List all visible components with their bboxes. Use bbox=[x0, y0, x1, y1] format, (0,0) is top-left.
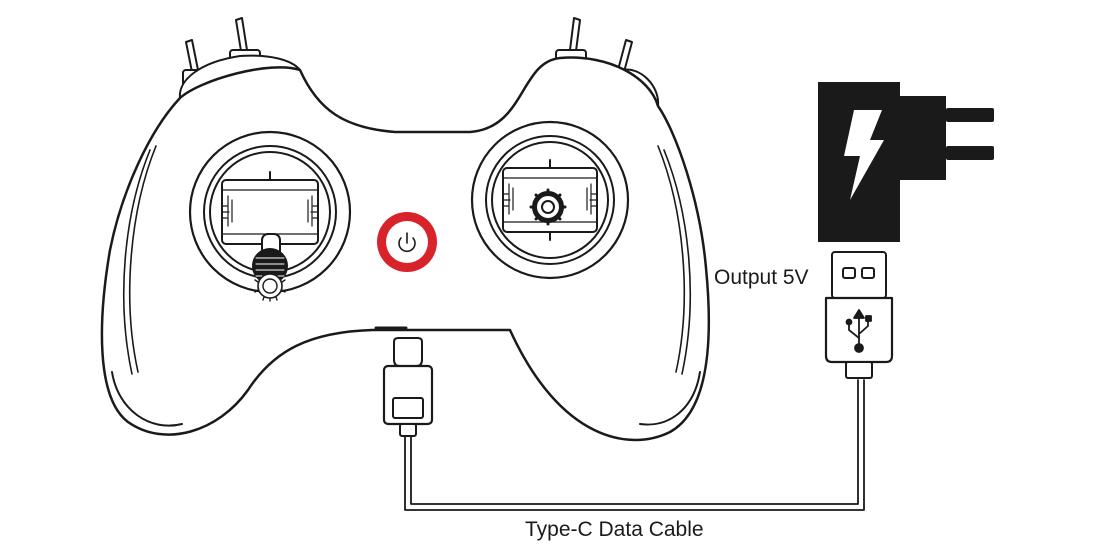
right-grip-rail-outer bbox=[663, 149, 691, 375]
left-grip-rail-outer bbox=[123, 149, 151, 375]
type-c-data-cable bbox=[404, 379, 865, 511]
left-gimbal[interactable] bbox=[188, 130, 352, 294]
power-button[interactable] bbox=[377, 212, 437, 272]
usb-symbol-icon bbox=[845, 309, 872, 353]
right-grip-rail bbox=[657, 145, 685, 373]
controller-bottom-edge-right bbox=[639, 371, 701, 426]
usb-a-plug-icon bbox=[824, 251, 894, 379]
wall-charger-icon bbox=[818, 82, 994, 242]
lightning-bolt-icon bbox=[844, 110, 884, 200]
power-icon bbox=[398, 232, 416, 253]
right-stick[interactable] bbox=[529, 188, 567, 226]
left-grip-rail bbox=[129, 145, 157, 373]
left-stick-antenna[interactable] bbox=[252, 233, 288, 302]
output-voltage-label: Output 5V bbox=[714, 266, 809, 289]
rc-transmitter-icon bbox=[100, 17, 711, 442]
controller-bottom-edge bbox=[111, 371, 183, 427]
cable-label: Type-C Data Cable bbox=[525, 518, 704, 541]
usb-c-plug-icon bbox=[382, 337, 434, 437]
